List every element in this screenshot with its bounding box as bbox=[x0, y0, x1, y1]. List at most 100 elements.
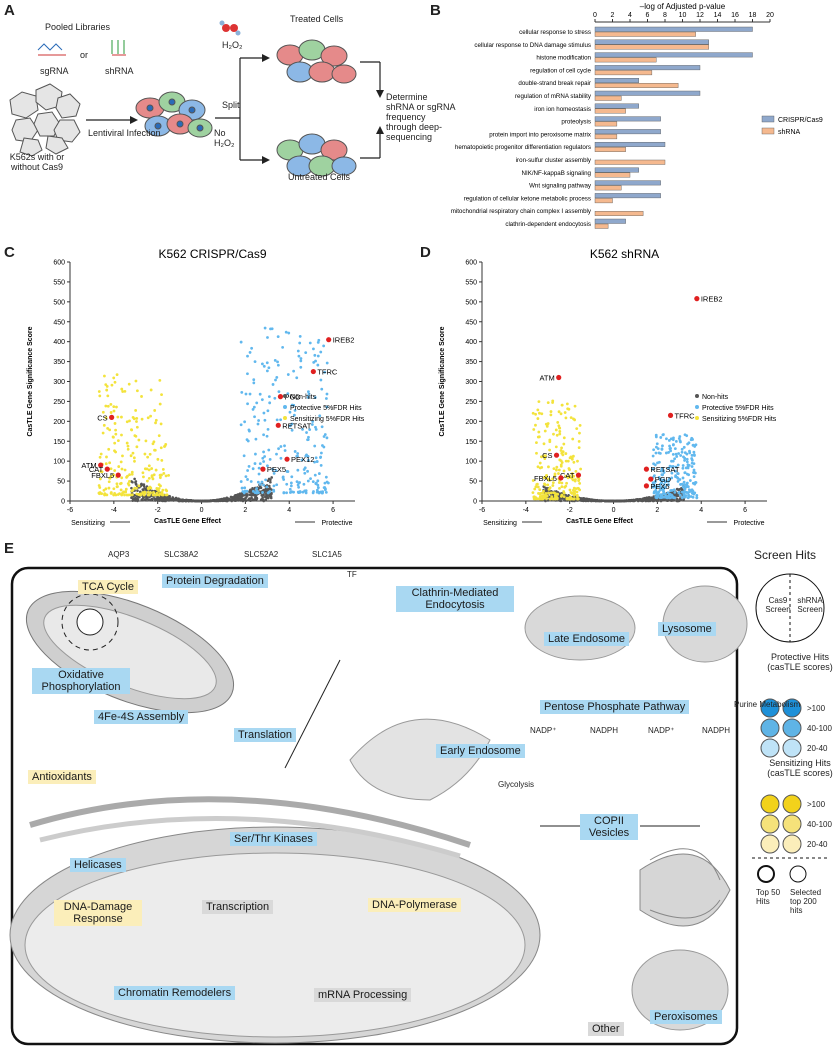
scatter-point-sensitizing bbox=[543, 429, 547, 433]
scatter-point-sensitizing bbox=[102, 423, 106, 427]
scatter-point-nonhit bbox=[186, 499, 190, 502]
scatter-point-nonhit bbox=[629, 498, 632, 502]
scatter-point-protective bbox=[268, 401, 272, 405]
scatter-point-protective bbox=[691, 495, 695, 499]
scatter-point-protective bbox=[680, 447, 684, 451]
scatter-x-tick-label: 0 bbox=[200, 507, 204, 514]
scatter-point-sensitizing bbox=[555, 465, 559, 469]
scatter-point-sensitizing bbox=[558, 430, 562, 433]
chart-b-bar bbox=[594, 167, 639, 173]
scatter-point-sensitizing bbox=[109, 411, 113, 414]
scatter-point-sensitizing bbox=[531, 491, 535, 495]
scatter-x-label: CasTLE Gene Effect bbox=[566, 518, 634, 525]
scatter-highlight-point bbox=[115, 472, 121, 478]
scatter-point-protective bbox=[692, 468, 696, 472]
scatter-point-nonhit bbox=[178, 498, 182, 502]
scatter-point-protective bbox=[313, 473, 317, 477]
scatter-point-sensitizing bbox=[562, 436, 566, 440]
scatter-point-protective bbox=[667, 467, 670, 470]
scatter-point-sensitizing bbox=[577, 446, 581, 450]
legend-top200: Selected top 200 hits bbox=[790, 888, 822, 915]
scatter-point-sensitizing bbox=[105, 384, 109, 388]
scatter-point-sensitizing bbox=[141, 471, 145, 475]
scatter-point-protective bbox=[287, 331, 291, 335]
scatter-point-protective bbox=[257, 472, 261, 476]
scatter-legend-label: Non-hits bbox=[290, 394, 317, 401]
scatter-point-protective bbox=[669, 489, 673, 492]
scatter-point-nonhit bbox=[608, 499, 611, 503]
scatter-point-protective bbox=[690, 461, 694, 465]
scatter-point-sensitizing bbox=[130, 428, 134, 432]
scatter-point-nonhit bbox=[246, 498, 250, 502]
scatter-point-protective bbox=[304, 351, 308, 355]
scatter-point-nonhit bbox=[567, 493, 570, 497]
scatter-point-protective bbox=[296, 452, 300, 455]
scatter-point-protective bbox=[682, 445, 686, 449]
scatter-point-sensitizing bbox=[160, 393, 163, 397]
scatter-point-protective bbox=[664, 451, 668, 455]
scatter-point-nonhit bbox=[156, 498, 160, 501]
scatter-point-protective bbox=[689, 438, 693, 442]
box-copii: COPII Vesicles bbox=[580, 814, 638, 840]
gene-slc38a2: SLC38A2 bbox=[164, 550, 199, 559]
scatter-point-protective bbox=[266, 409, 270, 413]
scatter-point-sensitizing bbox=[162, 472, 166, 475]
infection-label: Lentiviral Infection bbox=[88, 128, 161, 138]
scatter-point-protective bbox=[258, 392, 262, 396]
scatter-point-sensitizing bbox=[547, 487, 551, 491]
scatter-point-nonhit bbox=[645, 497, 648, 500]
scatter-point-sensitizing bbox=[549, 413, 553, 417]
scatter-point-protective bbox=[319, 456, 322, 459]
scatter-point-sensitizing bbox=[134, 379, 138, 383]
scatter-highlight-label: TFRC bbox=[675, 411, 696, 420]
scatter-point-sensitizing bbox=[556, 421, 560, 424]
chart-b-bar bbox=[594, 134, 618, 140]
scatter-highlight-point bbox=[104, 466, 110, 472]
scatter-point-nonhit bbox=[638, 498, 642, 502]
scatter-x-tick-label: 4 bbox=[287, 507, 291, 514]
ppp-nadp-1: NADP⁺ bbox=[530, 726, 557, 735]
legend-range-s3: 20-40 bbox=[807, 840, 828, 849]
scatter-point-protective bbox=[693, 445, 697, 448]
scatter-point-protective bbox=[240, 390, 244, 394]
scatter-point-protective bbox=[313, 396, 317, 399]
scatter-point-sensitizing bbox=[538, 466, 542, 470]
scatter-point-sensitizing bbox=[153, 409, 157, 412]
scatter-point-protective bbox=[690, 465, 694, 468]
scatter-point-sensitizing bbox=[128, 479, 131, 483]
scatter-point-protective bbox=[241, 490, 245, 493]
scatter-point-protective bbox=[307, 458, 310, 462]
scatter-point-sensitizing bbox=[534, 412, 537, 416]
scatter-y-tick-label: 600 bbox=[465, 260, 477, 267]
scatter-point-nonhit bbox=[584, 499, 588, 503]
scatter-point-protective bbox=[693, 482, 697, 486]
scatter-point-protective bbox=[678, 439, 682, 443]
scatter-point-sensitizing bbox=[536, 417, 540, 420]
scatter-highlight-label: CAT bbox=[89, 465, 104, 474]
scatter-point-sensitizing bbox=[545, 494, 549, 498]
scatter-highlight-label: ATM bbox=[81, 461, 96, 470]
scatter-point-protective bbox=[290, 422, 294, 426]
scatter-point-sensitizing bbox=[158, 378, 162, 382]
scatter-point-sensitizing bbox=[547, 491, 550, 495]
chart-b-bar bbox=[594, 82, 679, 88]
scatter-point-sensitizing bbox=[104, 493, 108, 497]
scatter-point-protective bbox=[260, 398, 264, 402]
scatter-point-sensitizing bbox=[150, 475, 154, 479]
scatter-point-protective bbox=[651, 467, 655, 471]
scatter-point-sensitizing bbox=[548, 478, 551, 482]
scatter-point-sensitizing bbox=[570, 472, 574, 476]
scatter-point-nonhit bbox=[675, 493, 678, 496]
scatter-point-nonhit bbox=[136, 489, 139, 492]
scatter-highlight-label: FBXL5 bbox=[91, 471, 114, 480]
chart-b-tick-label: 0 bbox=[593, 12, 597, 19]
ppp-glycolysis: Glycolysis bbox=[498, 780, 535, 789]
gene-aqp3: AQP3 bbox=[108, 550, 130, 559]
scatter-highlight-point bbox=[558, 475, 564, 481]
scatter-point-sensitizing bbox=[133, 459, 136, 463]
scatter-point-protective bbox=[655, 442, 659, 446]
scatter-x-tick-label: 0 bbox=[612, 507, 616, 514]
scatter-point-nonhit bbox=[143, 487, 146, 490]
scatter-point-sensitizing bbox=[135, 492, 139, 496]
scatter-point-sensitizing bbox=[104, 416, 108, 420]
